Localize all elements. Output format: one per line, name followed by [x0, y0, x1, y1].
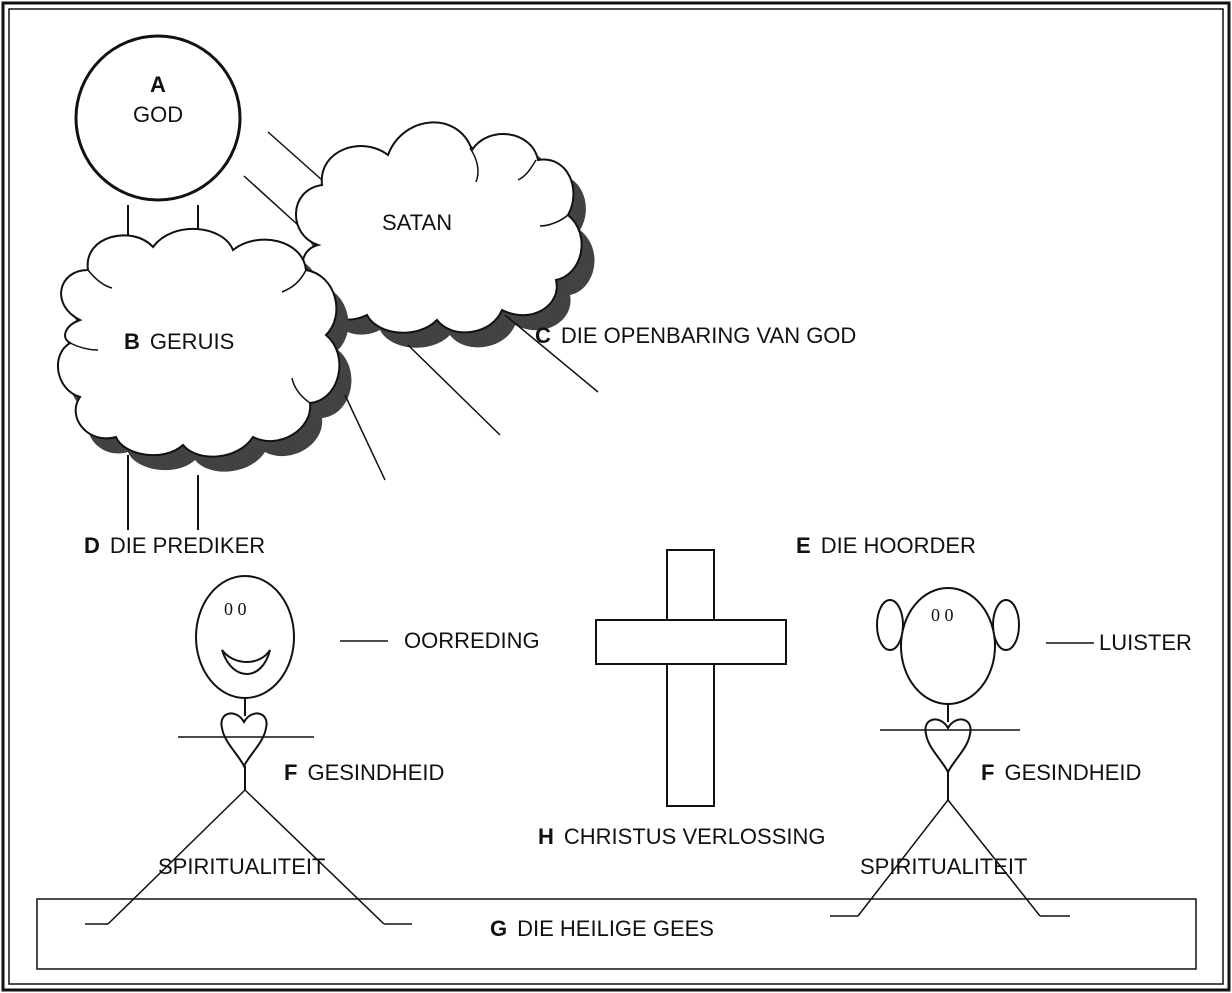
satan-label: SATAN — [382, 210, 453, 235]
noise-cloud-fold-1 — [87, 269, 113, 289]
satan-cloud — [295, 121, 583, 334]
disposition-left-letter: F — [284, 760, 298, 785]
redemption-letter: H — [538, 824, 554, 849]
hearer-heart — [924, 718, 972, 775]
preacher-letter: D — [84, 533, 100, 558]
inner-frame — [8, 8, 1224, 985]
holy-spirit-label: G DIE HEILIGE GEES — [490, 918, 714, 940]
god-letter: A — [150, 72, 166, 97]
hearer-ear-left — [876, 599, 904, 651]
holy-spirit-letter: G — [490, 916, 508, 941]
holy-spirit-text: DIE HEILIGE GEES — [517, 916, 714, 941]
hearer-text: DIE HOORDER — [820, 533, 976, 558]
persuasion-label: OORREDING — [404, 628, 540, 653]
hearer-ear-right — [992, 599, 1020, 651]
revelation-ray-3 — [504, 314, 599, 393]
disposition-right-text: GESINDHEID — [1004, 760, 1142, 785]
disposition-left-text: GESINDHEID — [307, 760, 445, 785]
satan-cloud-fold-1 — [469, 147, 479, 183]
hearer-eyes: 0 0 — [931, 605, 954, 625]
disposition-right-label: F GESINDHEID — [981, 762, 1141, 784]
disposition-left-label: F GESINDHEID — [284, 762, 444, 784]
noise-cloud — [56, 227, 341, 458]
preacher-heart — [220, 712, 268, 769]
revelation-label: C DIE OPENBARING VAN GOD — [535, 325, 856, 347]
hearer-leg-right — [947, 799, 1041, 917]
redemption-label: H CHRISTUS VERLOSSING — [538, 826, 826, 848]
listen-label: LUISTER — [1099, 630, 1192, 655]
god-circle — [74, 34, 242, 202]
cross-vertical — [666, 549, 715, 807]
preacher-label: D DIE PREDIKER — [84, 535, 265, 557]
preacher-text: DIE PREDIKER — [109, 533, 266, 558]
holy-spirit-box — [36, 898, 1197, 970]
preacher-leg-right — [244, 789, 385, 925]
satan-cloud-fold-2 — [517, 159, 537, 181]
god-label: GOD — [133, 102, 184, 127]
cross-horizontal — [595, 619, 787, 665]
hearer-label: E DIE HOORDER — [796, 535, 976, 557]
preacher-head — [195, 575, 295, 699]
hearer-letter: E — [796, 533, 811, 558]
noise-label: B GERUIS — [124, 331, 234, 353]
redemption-text: CHRISTUS VERLOSSING — [563, 824, 826, 849]
satan-cloud-fold-3 — [539, 214, 569, 227]
noise-letter: B — [124, 329, 140, 354]
god-to-satan-line-2 — [243, 175, 299, 226]
noise-text: GERUIS — [149, 329, 235, 354]
noise-cloud-fold-4 — [69, 342, 99, 351]
preacher-eyes: 0 0 — [224, 599, 247, 619]
noise-cloud-fold-3 — [291, 377, 311, 404]
revelation-letter: C — [535, 323, 551, 348]
preacher-leg-left — [107, 789, 246, 925]
hearer-leg-left — [857, 799, 949, 917]
spirituality-left-label: SPIRITUALITEIT — [158, 854, 326, 879]
revelation-ray-1 — [344, 394, 386, 481]
disposition-right-letter: F — [981, 760, 995, 785]
revelation-ray-2 — [407, 344, 501, 436]
noise-cloud-fold-2 — [281, 269, 307, 293]
god-to-satan-line-1 — [267, 131, 323, 181]
spirituality-right-label: SPIRITUALITEIT — [860, 854, 1028, 879]
revelation-text: DIE OPENBARING VAN GOD — [560, 323, 857, 348]
preacher-smile — [221, 649, 271, 675]
